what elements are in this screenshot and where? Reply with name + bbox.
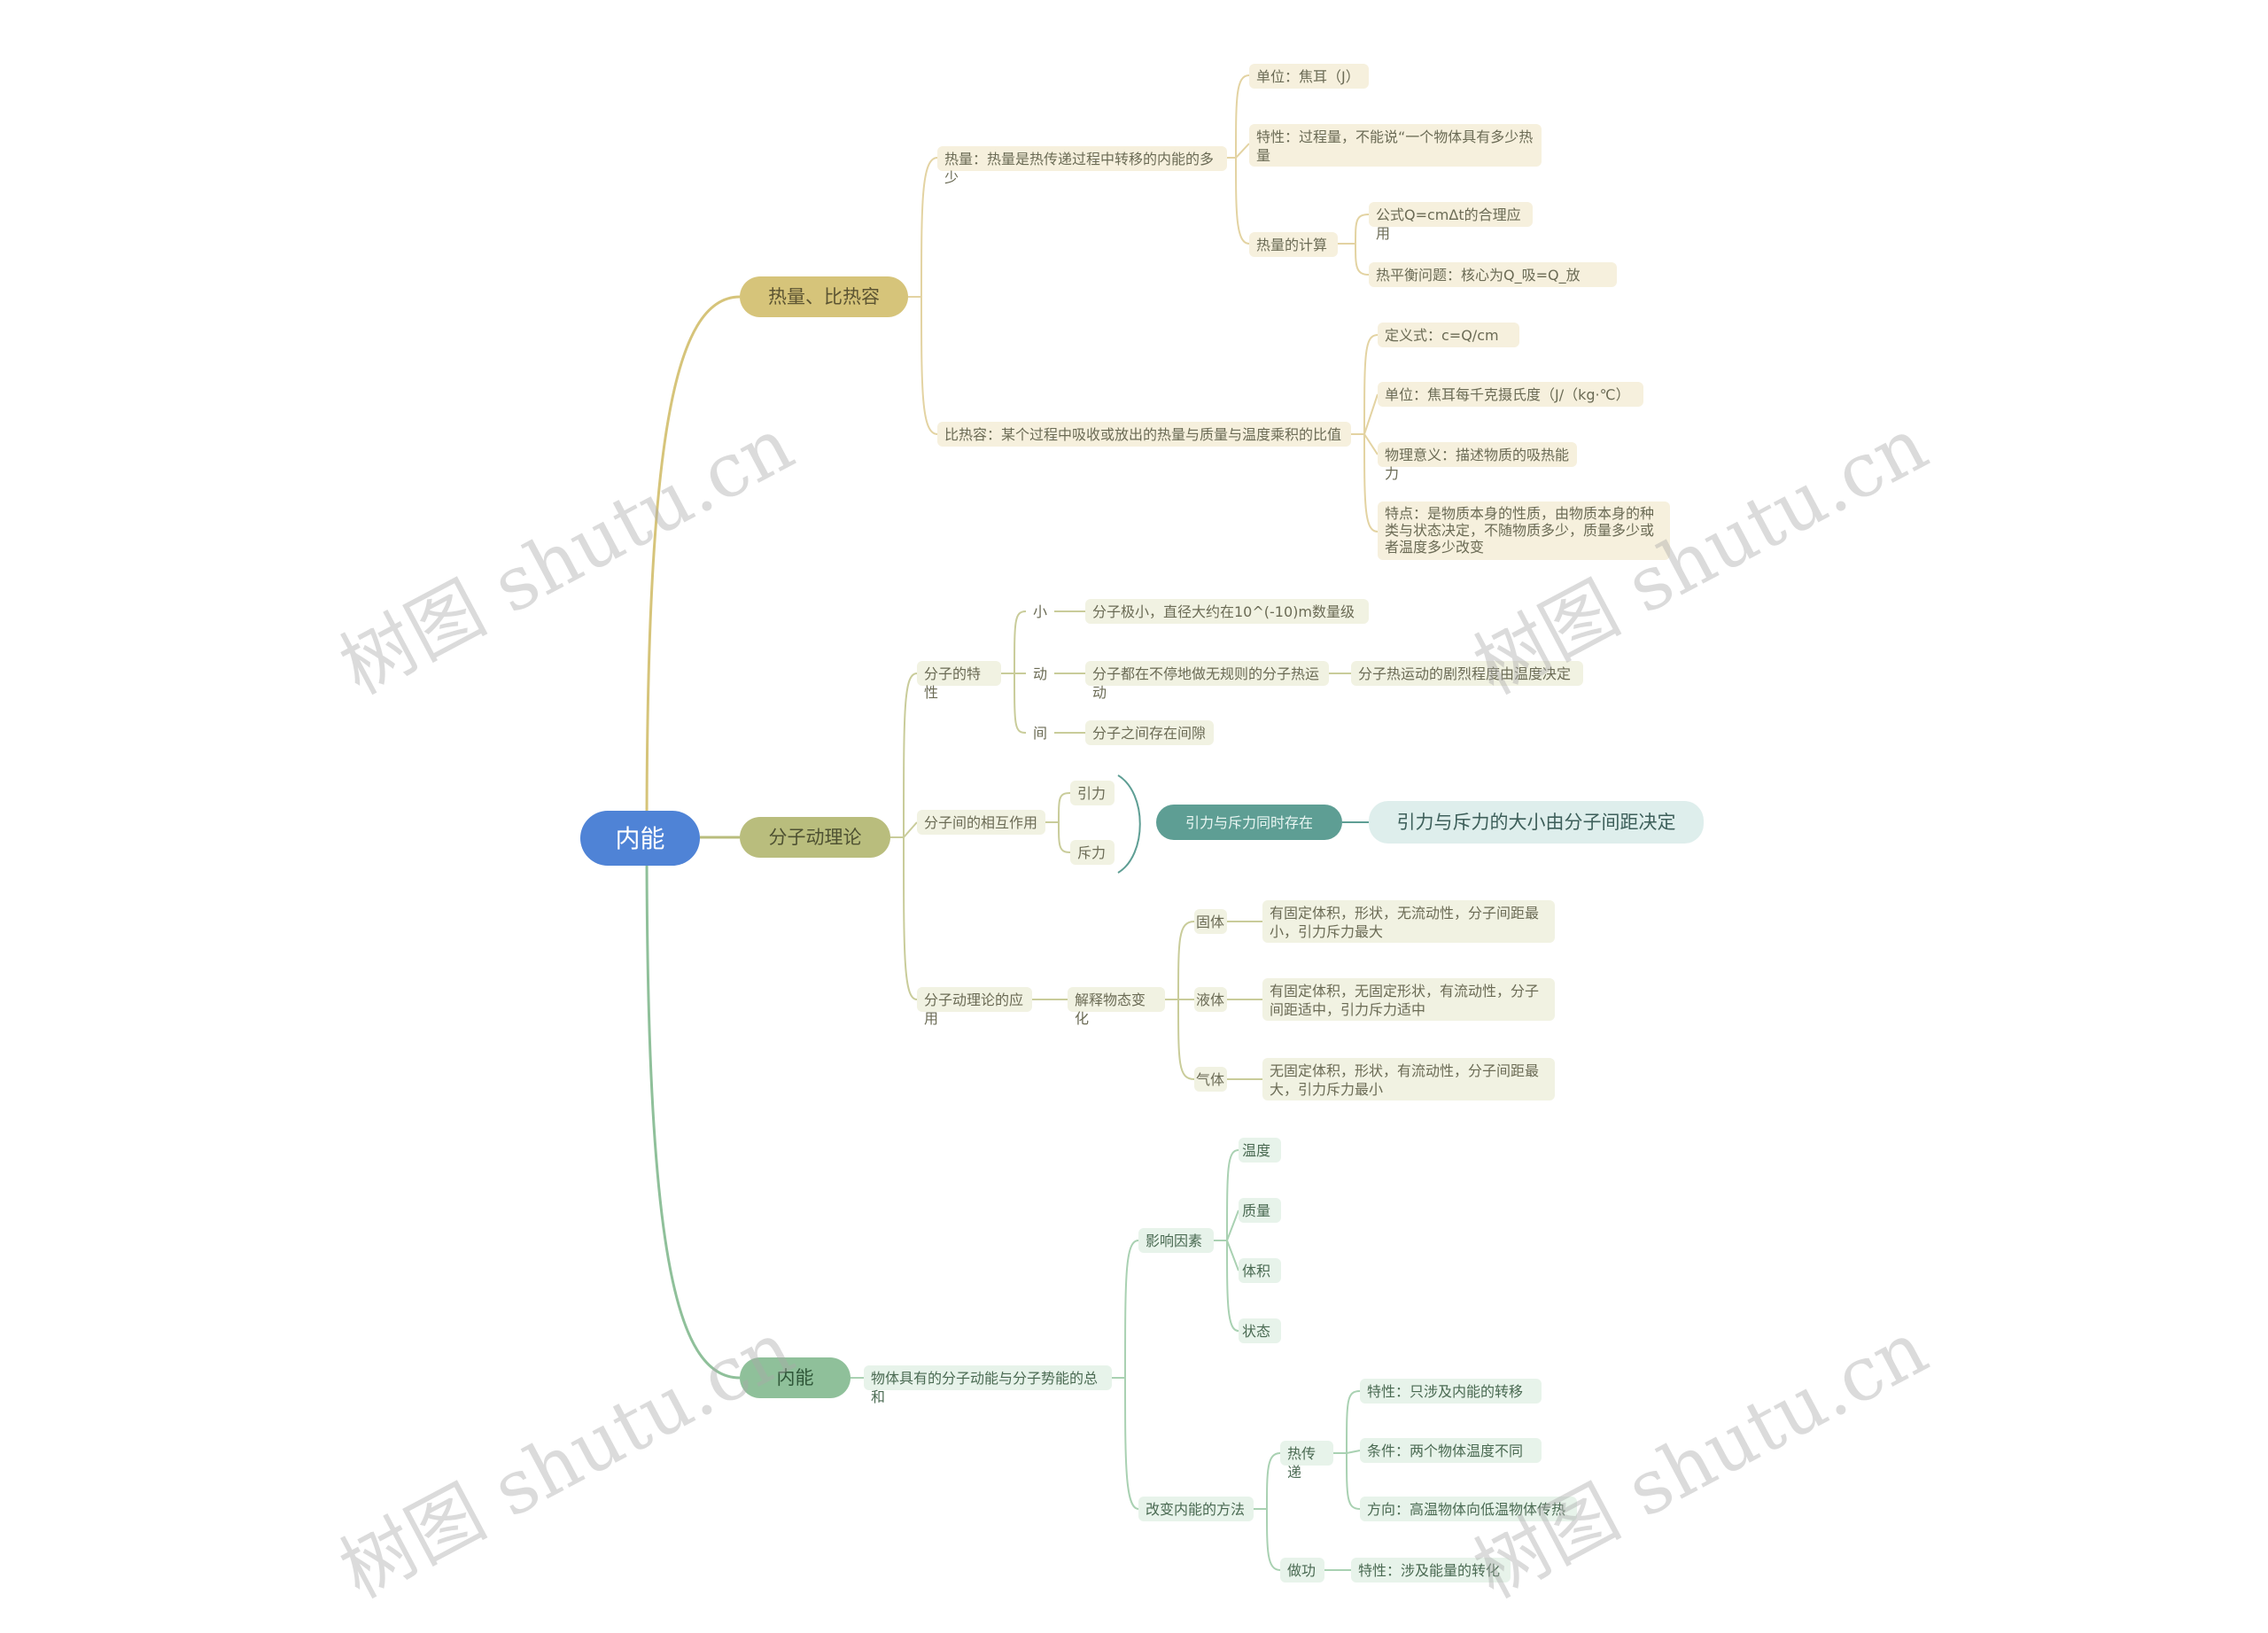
node-doing-work[interactable]: 做功 [1280,1558,1324,1582]
bracket-attract-repel [1117,774,1141,874]
node-molecule-properties[interactable]: 分子的特性 [917,661,1001,701]
node-ie-factors[interactable]: 影响因素 [1138,1228,1214,1253]
node-heat-transfer[interactable]: 热传递 [1280,1441,1333,1481]
node-sc-feature[interactable]: 特点：是物质本身的性质，由物质本身的种类与状态决定，不随物质多少，质量多少或者温… [1378,502,1670,560]
node-heat-calc-formula[interactable]: 公式Q=cmΔt的合理应用 [1369,202,1533,242]
node-sc-meaning[interactable]: 物理意义：描述物质的吸热能力 [1378,442,1577,482]
node-factor-state[interactable]: 状态 [1239,1318,1281,1343]
node-heat-feature[interactable]: 特性：过程量，不能说“一个物体具有多少热量 [1249,124,1542,167]
node-liquid-desc[interactable]: 有固定体积，无固定形状，有流动性，分子间距适中，引力斥力适中 [1262,978,1555,1021]
node-heat-calc[interactable]: 热量的计算 [1249,232,1338,257]
node-transfer-feature[interactable]: 特性：只涉及内能的转移 [1360,1379,1542,1404]
node-move[interactable]: 动 [1033,665,1048,682]
branch-internal-energy[interactable]: 内能 [740,1357,850,1398]
node-coexist[interactable]: 引力与斥力同时存在 [1156,805,1342,840]
node-force-size[interactable]: 引力与斥力的大小由分子间距决定 [1369,801,1704,844]
node-attraction[interactable]: 引力 [1070,781,1115,805]
node-gap[interactable]: 间 [1033,725,1048,742]
branch-molecular-theory[interactable]: 分子动理论 [740,817,890,858]
node-state-change[interactable]: 解释物态变化 [1068,987,1165,1027]
node-ie-change-methods[interactable]: 改变内能的方法 [1138,1497,1254,1521]
link-root-b1 [645,295,741,838]
node-transfer-direction[interactable]: 方向：高温物体向低温物体传热 [1360,1497,1577,1521]
link-root-b3 [645,836,741,1380]
node-theory-application[interactable]: 分子动理论的应用 [917,987,1032,1027]
node-repulsion[interactable]: 斥力 [1070,840,1115,865]
node-work-feature[interactable]: 特性：涉及能量的转化 [1351,1558,1511,1582]
node-heat-unit[interactable]: 单位：焦耳（J） [1249,64,1369,89]
node-heat-calc-balance[interactable]: 热平衡问题：核心为Q_吸=Q_放 [1369,262,1617,287]
node-liquid[interactable]: 液体 [1194,987,1227,1012]
root-node[interactable]: 内能 [580,811,700,866]
node-sc-unit[interactable]: 单位：焦耳每千克摄氏度（J/（kg·℃） [1378,382,1643,407]
node-solid-desc[interactable]: 有固定体积，形状，无流动性，分子间距最小，引力斥力最大 [1262,900,1555,943]
node-molecular-force[interactable]: 分子间的相互作用 [917,810,1045,835]
node-move-desc-2[interactable]: 分子热运动的剧烈程度由温度决定 [1351,661,1583,686]
node-factor-mass[interactable]: 质量 [1239,1198,1281,1223]
branch-heat-specific-heat[interactable]: 热量、比热容 [740,276,908,317]
node-transfer-condition[interactable]: 条件：两个物体温度不同 [1360,1438,1542,1463]
node-sc-def[interactable]: 定义式：c=Q/cm [1378,323,1519,347]
node-small-desc[interactable]: 分子极小，直径大约在10^(-10)m数量级 [1085,599,1369,624]
node-gas-desc[interactable]: 无固定体积，形状，有流动性，分子间距最大，引力斥力最小 [1262,1058,1555,1100]
node-solid[interactable]: 固体 [1194,909,1227,934]
node-heat[interactable]: 热量：热量是热传递过程中转移的内能的多少 [937,146,1227,186]
node-factor-volume[interactable]: 体积 [1239,1258,1281,1283]
node-factor-temperature[interactable]: 温度 [1239,1138,1281,1163]
node-gas[interactable]: 气体 [1194,1067,1227,1092]
node-ie-definition[interactable]: 物体具有的分子动能与分子势能的总和 [864,1365,1112,1405]
node-specific-heat[interactable]: 比热容：某个过程中吸收或放出的热量与质量与温度乘积的比值 [937,422,1351,447]
node-gap-desc[interactable]: 分子之间存在间隙 [1085,720,1214,745]
node-small[interactable]: 小 [1033,603,1048,620]
node-move-desc[interactable]: 分子都在不停地做无规则的分子热运动 [1085,661,1329,701]
